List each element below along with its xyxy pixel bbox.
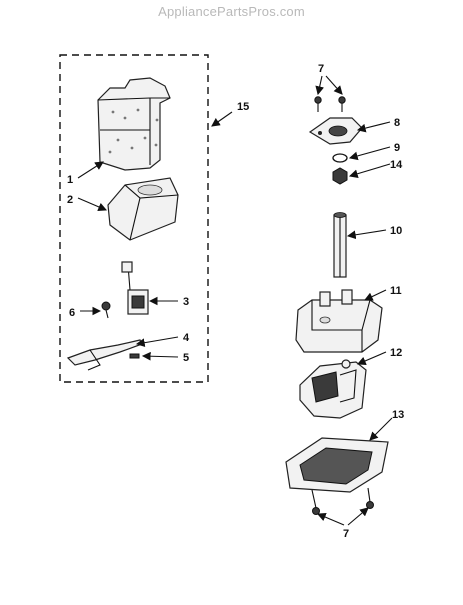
- part-pin: [129, 353, 140, 359]
- part-tray: [107, 177, 179, 241]
- watermark: AppliancePartsPros.com: [158, 4, 305, 19]
- callout-15: 15: [237, 101, 249, 113]
- part-screws-bottom: [311, 487, 374, 515]
- callout-4: 4: [183, 332, 190, 344]
- assembly-boundary: [59, 54, 209, 383]
- callout-13: 13: [392, 409, 404, 421]
- part-bracket: [121, 261, 149, 315]
- part-washer: [332, 153, 348, 163]
- callout-3: 3: [183, 296, 189, 308]
- part-mounting-plate: [308, 117, 363, 145]
- callout-11: 11: [390, 285, 402, 297]
- callout-7-top: 7: [318, 63, 324, 75]
- callout-6: 6: [69, 307, 75, 319]
- callout-9: 9: [394, 142, 400, 154]
- callout-14: 14: [390, 159, 403, 171]
- part-shaft: [333, 212, 347, 278]
- callout-5: 5: [183, 352, 189, 364]
- part-ice-bucket: [97, 77, 171, 171]
- callout-2: 2: [67, 194, 73, 206]
- callout-7-bottom: 7: [343, 528, 349, 540]
- callout-10: 10: [390, 225, 402, 237]
- callout-8: 8: [394, 117, 400, 129]
- leader-lines: [77, 75, 393, 526]
- part-screw-6: [101, 301, 111, 319]
- part-nut: [332, 167, 348, 185]
- part-motor: [299, 359, 367, 419]
- callout-1: 1: [67, 174, 73, 186]
- part-gasket: [285, 437, 389, 493]
- part-motor-housing: [295, 289, 383, 353]
- callout-12: 12: [390, 347, 402, 359]
- part-screws-top: [314, 96, 346, 112]
